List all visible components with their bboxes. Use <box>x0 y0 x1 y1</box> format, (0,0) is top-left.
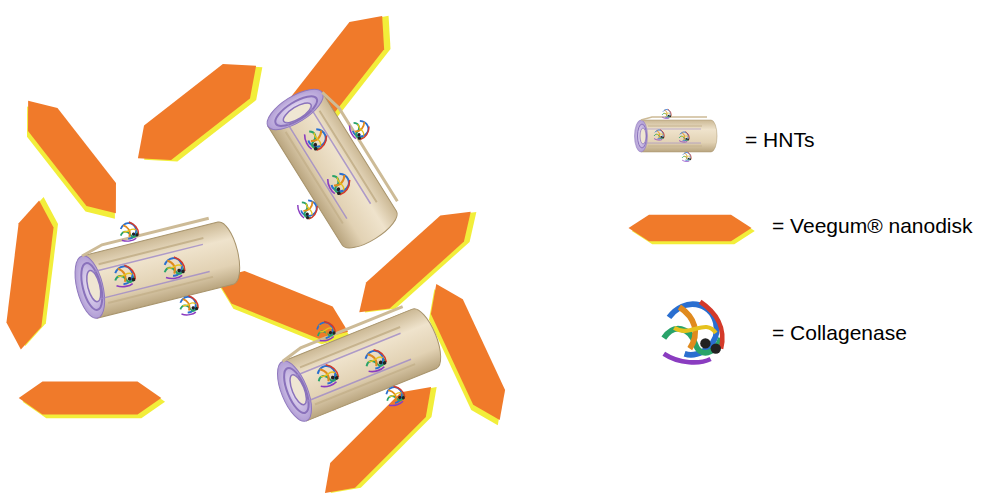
legend-label: = Collagenase <box>772 320 907 345</box>
legend-tube-sample <box>635 109 718 161</box>
legend-enzyme-sample <box>664 302 723 363</box>
legend-label: = HNTs <box>745 127 814 152</box>
legend-disk-sample <box>629 215 755 244</box>
legend-label: = Veegum® nanodisk <box>772 213 973 238</box>
